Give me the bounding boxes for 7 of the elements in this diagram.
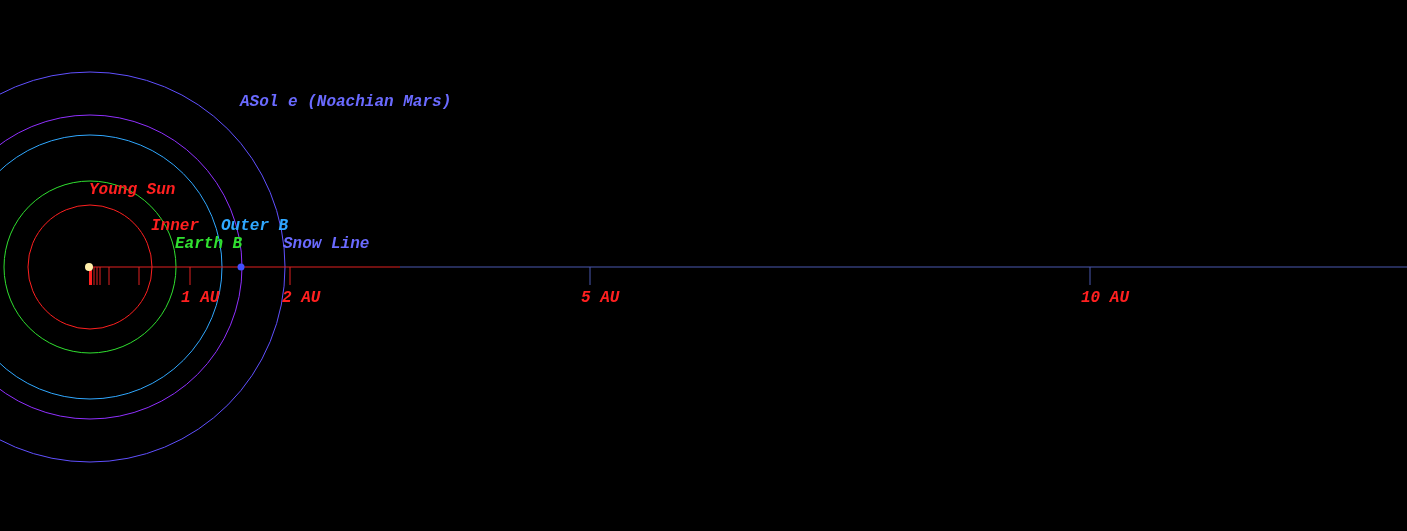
axis-label: 5 AU xyxy=(581,289,620,307)
axis-label: 10 AU xyxy=(1081,289,1129,307)
zone-label: Inner xyxy=(151,217,199,235)
planet-name: ASol e (Noachian Mars) xyxy=(240,93,452,111)
zone-label: Snow Line xyxy=(283,235,370,253)
axis-label: 2 AU xyxy=(282,289,321,307)
axis-label: 1 AU xyxy=(181,289,220,307)
